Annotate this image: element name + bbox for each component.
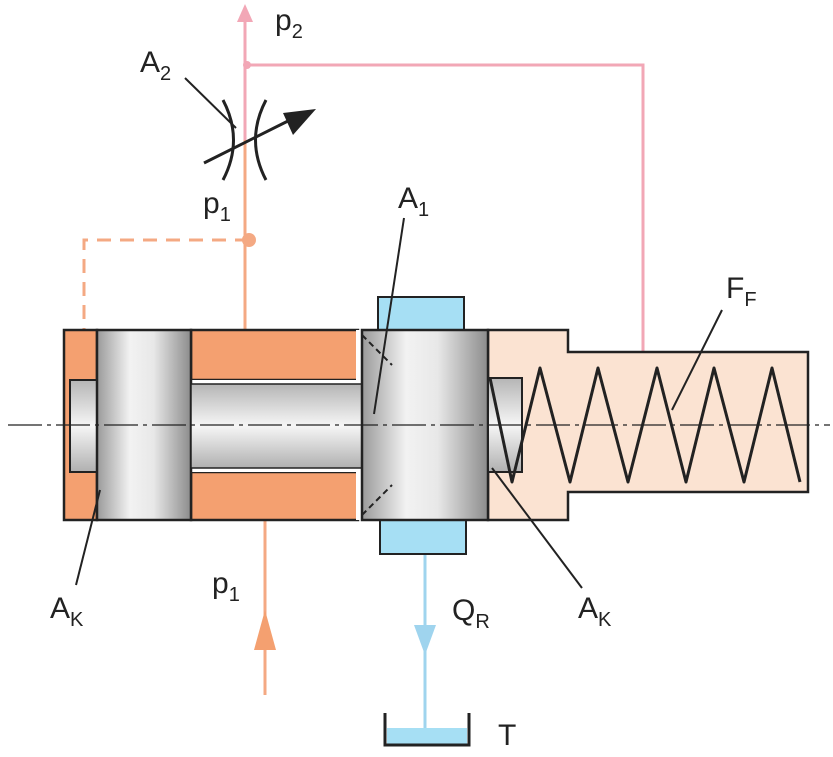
tank-port-top [377,296,465,331]
label-ff: FF [726,272,757,311]
pressure-line [82,140,276,695]
label-qr: QR [452,594,490,633]
label-a1: A1 [398,182,429,221]
label-p1-bottom: p1 [212,567,240,606]
seat-edges [361,334,393,516]
label-p1-top: p1 [203,187,231,226]
label-a2: A2 [140,46,171,85]
piston-rod-middle [190,383,367,469]
tank-line [414,555,436,735]
label-p2: p2 [275,4,303,43]
label-ak-right: AK [578,592,612,631]
tank-icon [383,713,471,747]
label-tank: T [498,719,516,752]
label-ak-left: AK [50,592,84,631]
tank-port-bottom [379,519,467,555]
leader-lines [75,77,723,589]
adjustable-throttle-icon [203,99,316,181]
